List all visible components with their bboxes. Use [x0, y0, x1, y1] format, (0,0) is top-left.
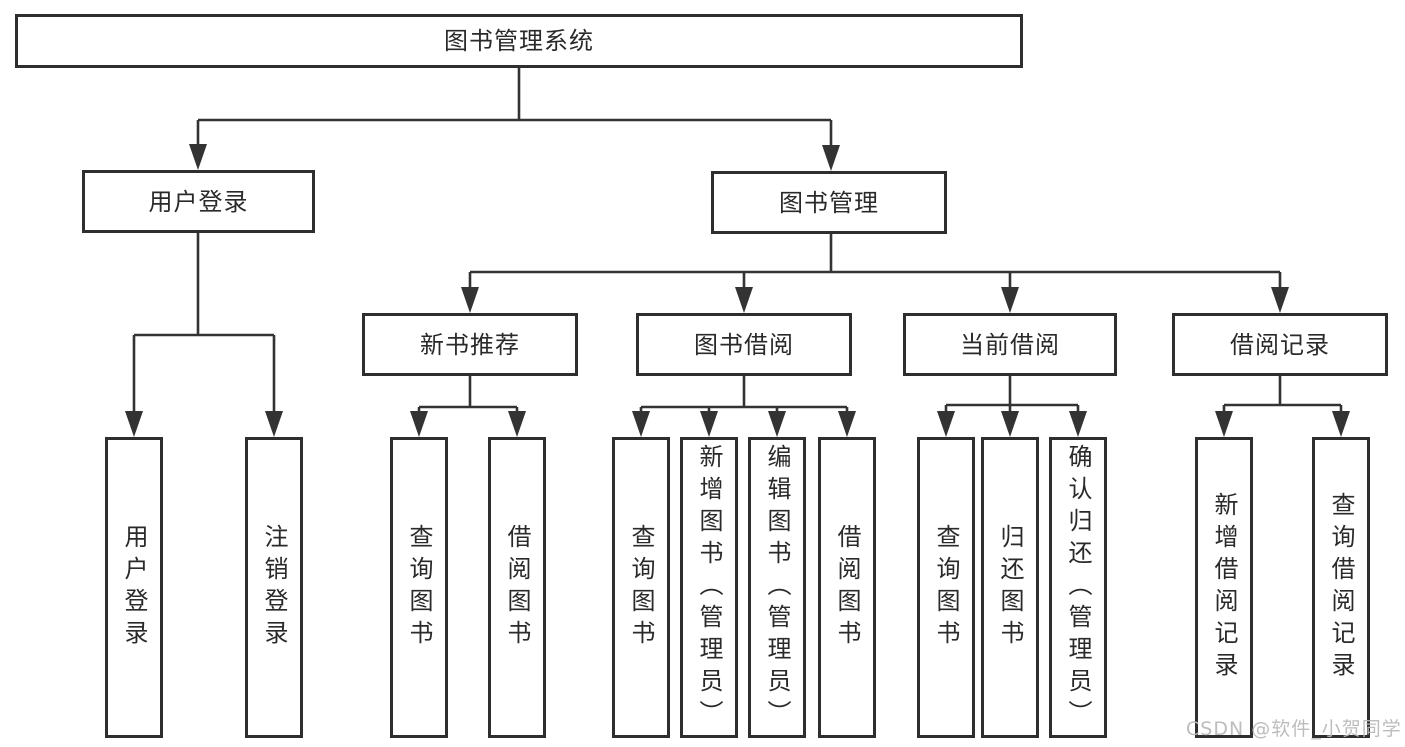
- arrowhead: [461, 287, 479, 313]
- arrowhead: [1069, 411, 1087, 437]
- connector-user-login: [132, 233, 276, 416]
- connector-root: [196, 68, 833, 150]
- arrowhead: [838, 411, 856, 437]
- arrowhead: [700, 411, 718, 437]
- arrowhead: [508, 411, 526, 437]
- arrowhead: [265, 411, 283, 437]
- connector-current-borrowing: [944, 376, 1080, 416]
- node-leaf-edit-books-admin: 编辑图书（管理员）: [748, 437, 806, 738]
- arrowhead: [1215, 411, 1233, 437]
- arrowhead: [410, 411, 428, 437]
- node-user-login: 用户登录: [82, 170, 315, 233]
- node-new-book-recommendation: 新书推荐: [362, 313, 578, 376]
- node-leaf-query-borrow-record: 查询借阅记录: [1312, 437, 1370, 738]
- arrowhead: [189, 144, 207, 170]
- node-leaf-add-borrow-record: 新增借阅记录: [1195, 437, 1253, 738]
- watermark: CSDN @软件_小贺同学: [1186, 718, 1402, 740]
- arrowhead: [937, 411, 955, 437]
- node-borrowing-records: 借阅记录: [1172, 313, 1388, 376]
- node-leaf-query-books-1: 查询图书: [390, 437, 448, 738]
- node-book-borrowing: 图书借阅: [636, 313, 852, 376]
- connector-new-book-recommendation: [417, 376, 519, 416]
- node-leaf-query-books-2: 查询图书: [612, 437, 670, 738]
- arrowhead: [1001, 411, 1019, 437]
- node-book-management-system: 图书管理系统: [15, 14, 1023, 68]
- node-leaf-return-books: 归还图书: [981, 437, 1039, 738]
- node-leaf-add-books-admin: 新增图书（管理员）: [680, 437, 738, 738]
- arrowhead: [125, 411, 143, 437]
- node-current-borrowing: 当前借阅: [903, 313, 1117, 376]
- node-leaf-borrow-books-2: 借阅图书: [818, 437, 876, 738]
- connector-borrowing-records: [1222, 376, 1343, 416]
- node-book-management: 图书管理: [711, 171, 947, 234]
- arrowhead: [1271, 287, 1289, 313]
- connector-book-borrowing: [639, 376, 849, 416]
- arrowhead: [768, 411, 786, 437]
- connector-book-management: [468, 234, 1282, 292]
- node-leaf-borrow-books-1: 借阅图书: [488, 437, 546, 738]
- arrowhead: [735, 287, 753, 313]
- arrowhead: [822, 145, 840, 171]
- arrowhead: [1332, 411, 1350, 437]
- arrowhead: [1001, 287, 1019, 313]
- node-leaf-confirm-return-admin: 确认归还（管理员）: [1049, 437, 1107, 738]
- node-leaf-query-books-3: 查询图书: [917, 437, 975, 738]
- node-leaf-user-login: 用户登录: [105, 437, 163, 738]
- arrowhead: [632, 411, 650, 437]
- node-leaf-logout: 注销登录: [245, 437, 303, 738]
